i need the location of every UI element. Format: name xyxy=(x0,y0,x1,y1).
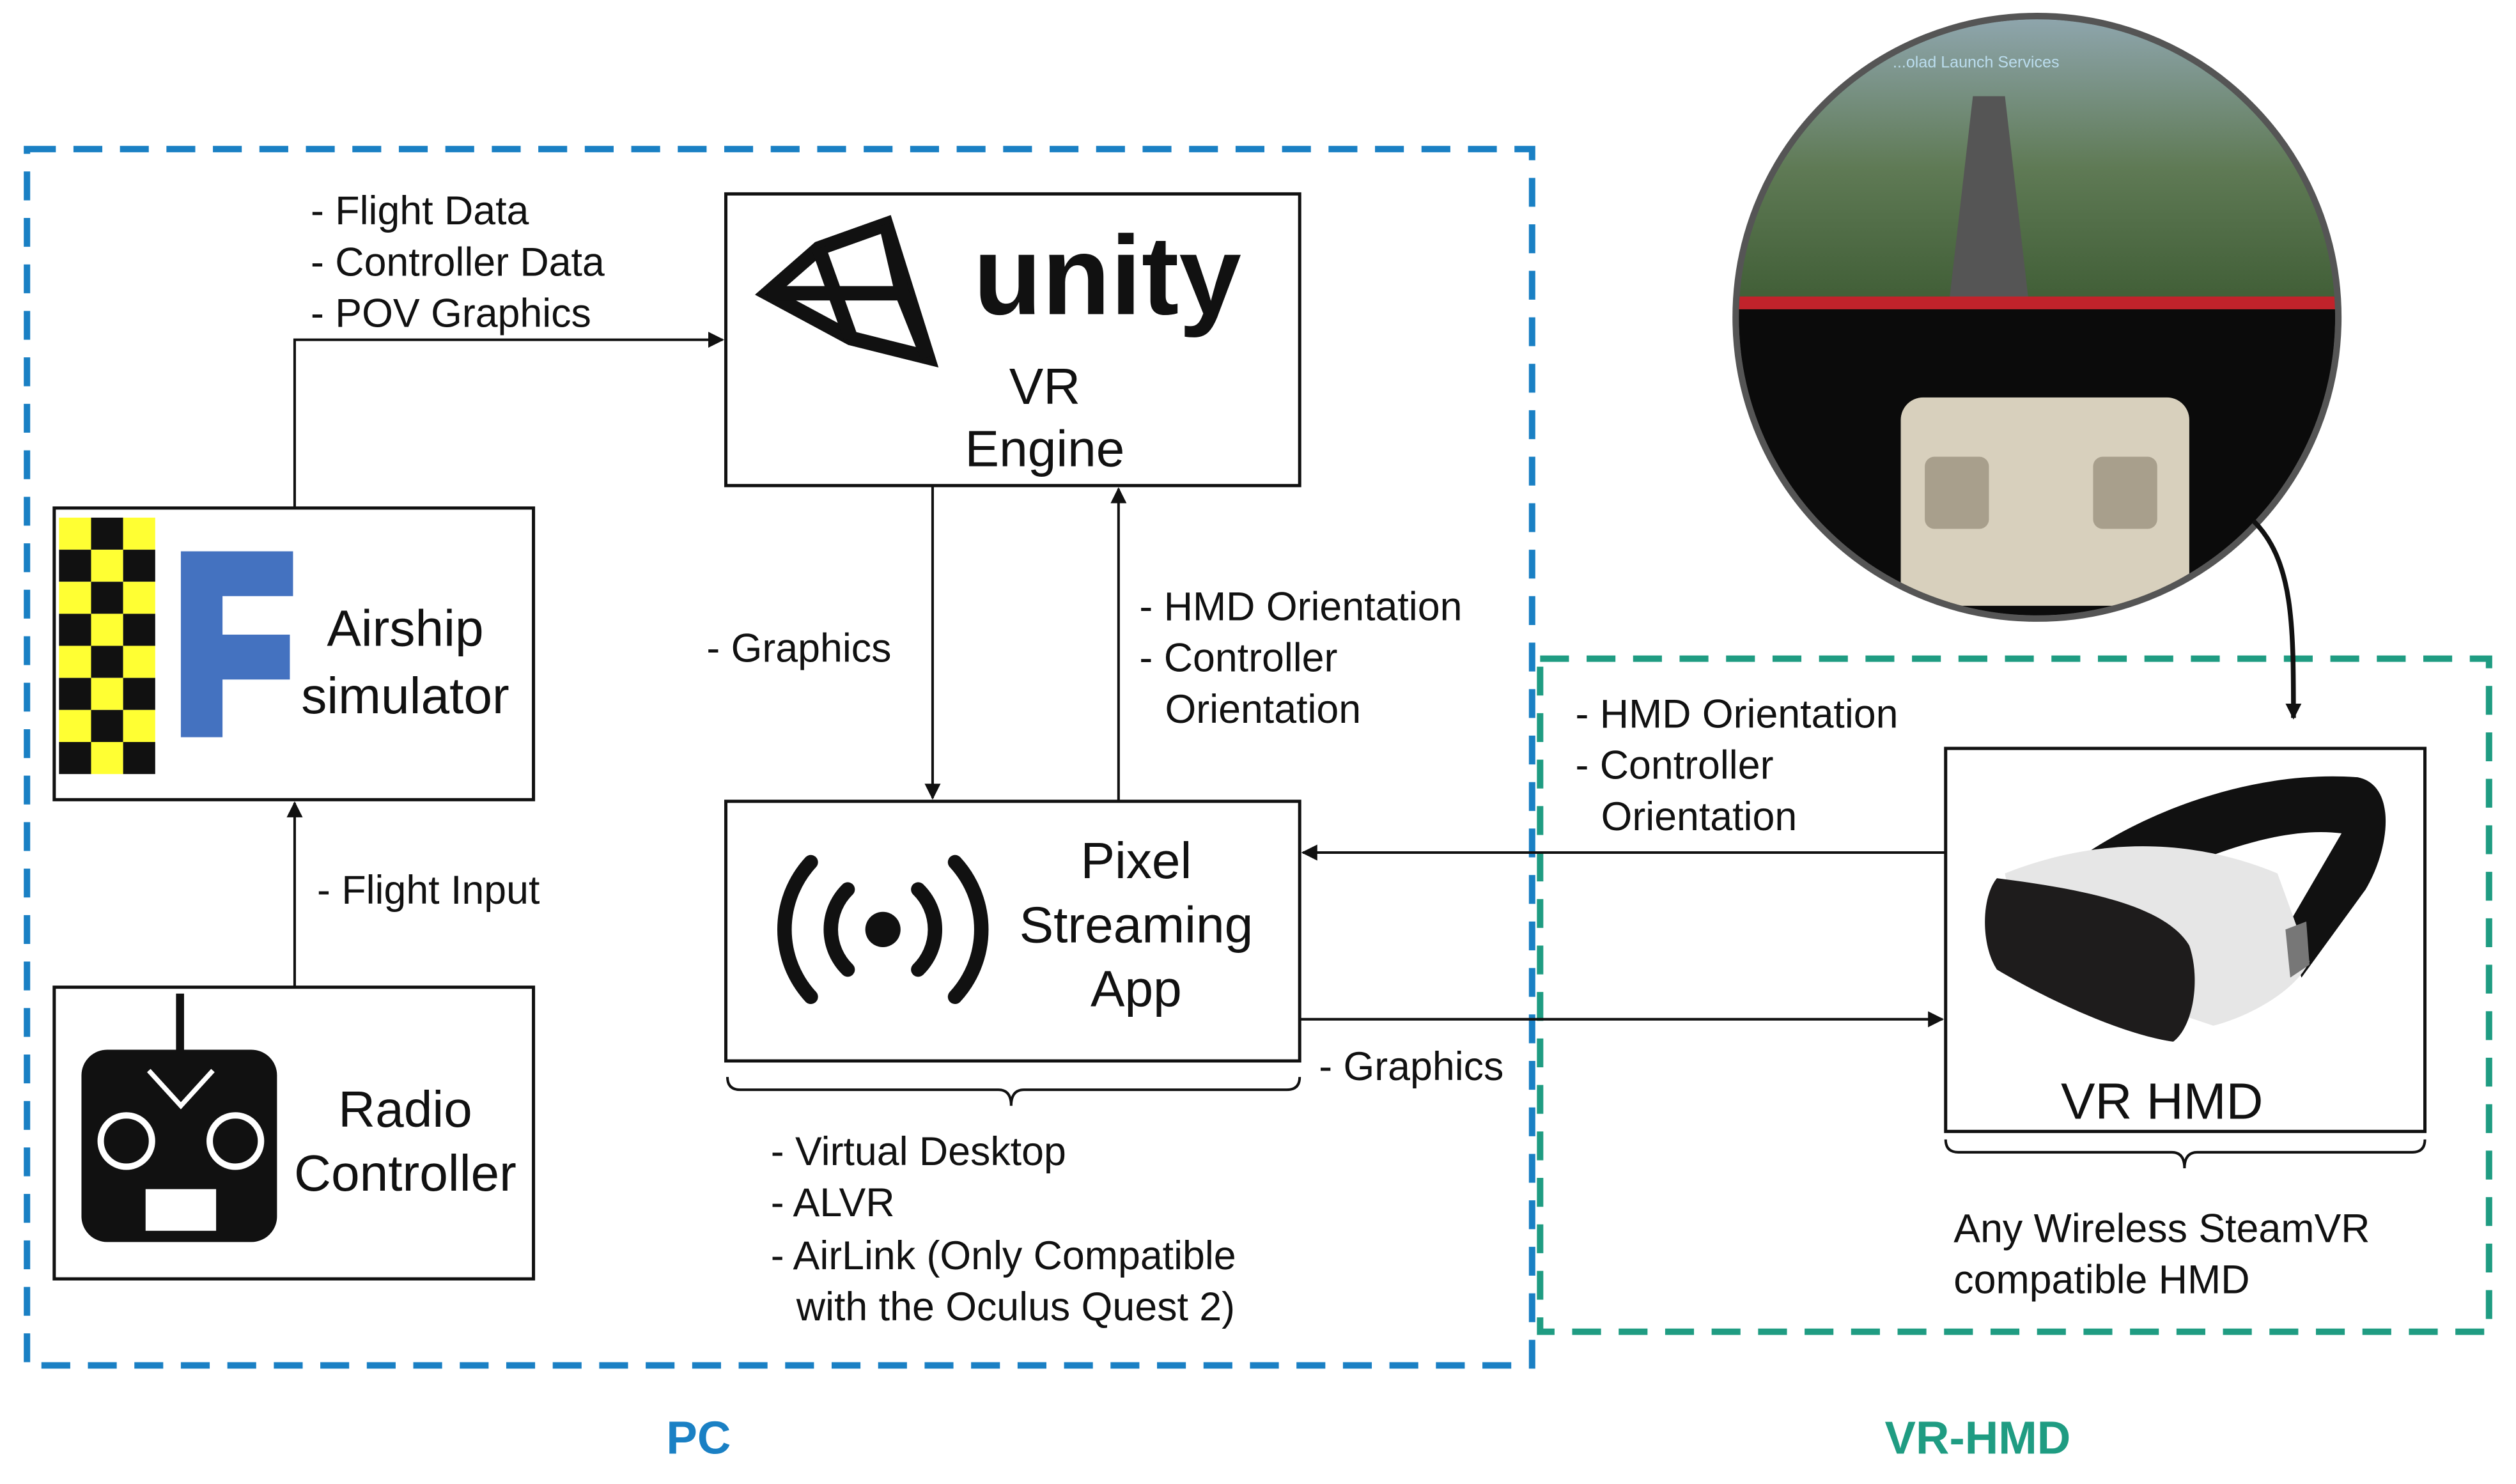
unity-node: unity VR Engine xyxy=(724,192,1301,488)
checker-square xyxy=(59,742,91,775)
pixel-option: - Virtual Desktop xyxy=(771,1129,1066,1174)
radio-label-1: Radio xyxy=(338,1081,472,1138)
hmd-label: VR HMD xyxy=(2061,1072,2263,1130)
pixel-streaming-node: Pixel Streaming App xyxy=(724,800,1301,1063)
sim-f-logo-icon xyxy=(180,551,293,738)
checker-square xyxy=(91,517,123,550)
checker-square xyxy=(91,582,123,614)
hmd-compat-note: Any Wireless SteamVR xyxy=(1953,1206,2370,1251)
edge-label: - Graphics xyxy=(1319,1044,1503,1089)
edge-label: - Flight Input xyxy=(317,868,540,913)
pixel-label-1: Pixel xyxy=(1080,832,1192,890)
vr-headset-icon xyxy=(1985,776,2386,1042)
edge-label: - HMD Orientation xyxy=(1139,584,1462,629)
checker-square xyxy=(91,709,123,742)
checker-square xyxy=(59,550,91,582)
hud-text: ...olad Launch Services xyxy=(1893,53,2060,71)
radio-controller-icon xyxy=(81,993,277,1242)
hmd-compat-note: compatible HMD xyxy=(1953,1258,2249,1302)
pc-group-border xyxy=(24,146,1535,1369)
broadcast-icon xyxy=(777,854,989,1004)
checker-square xyxy=(59,517,91,550)
radio-controller-render xyxy=(1900,397,2189,606)
airship-label-2: simulator xyxy=(301,667,509,725)
checker-square xyxy=(91,645,123,678)
checker-square xyxy=(59,709,91,742)
edge-view-to-hmd xyxy=(2251,519,2302,720)
vr-view-image: ...olad Launch Services xyxy=(1732,13,2342,622)
checker-square xyxy=(123,517,155,550)
checker-square xyxy=(91,677,123,710)
checkered-flag-icon xyxy=(59,517,155,775)
edge-label: - POV Graphics xyxy=(311,291,591,336)
edge-label: - HMD Orientation xyxy=(1575,692,1898,736)
pixel-option: with the Oculus Quest 2) xyxy=(796,1285,1235,1329)
checker-square xyxy=(123,582,155,614)
unity-label-1: VR xyxy=(1009,358,1080,415)
checker-square xyxy=(59,582,91,614)
radio-label-2: Controller xyxy=(294,1145,516,1202)
checker-square xyxy=(59,645,91,678)
hmd-brace xyxy=(1944,1139,2427,1169)
checker-square xyxy=(91,550,123,582)
checker-square xyxy=(123,709,155,742)
hmd-group-border xyxy=(1537,655,2492,1335)
checker-square xyxy=(123,645,155,678)
checker-square xyxy=(123,742,155,775)
checker-square xyxy=(123,550,155,582)
edge-label: - Controller Data xyxy=(311,240,605,284)
unity-cube-icon xyxy=(755,215,939,368)
airship-label-1: Airship xyxy=(327,600,483,658)
edge-sim-to-unity xyxy=(293,332,724,508)
edge-label: - Flight Data xyxy=(311,189,529,233)
pixel-label-2: Streaming xyxy=(1020,896,1254,954)
unity-label-2: Engine xyxy=(965,421,1125,478)
edge-label: - Controller xyxy=(1575,743,1773,788)
pc-group-label: PC xyxy=(666,1412,731,1464)
pixel-label-3: App xyxy=(1091,961,1182,1018)
unity-logo-text: unity xyxy=(974,213,1241,338)
edge-label: - Graphics xyxy=(706,626,891,671)
edge-label: - Controller xyxy=(1139,636,1337,681)
checker-square xyxy=(123,677,155,710)
edge-label: Orientation xyxy=(1601,794,1798,839)
hmd-group-label: VR-HMD xyxy=(1885,1412,2071,1464)
airship-simulator-node: Airship simulator xyxy=(52,506,536,801)
pixel-brace xyxy=(726,1076,1301,1106)
checker-square xyxy=(59,614,91,646)
radio-controller-node: Radio Controller xyxy=(52,985,536,1281)
checker-square xyxy=(123,614,155,646)
checker-square xyxy=(91,742,123,775)
pixel-option: - ALVR xyxy=(771,1180,895,1225)
checker-square xyxy=(59,677,91,710)
vr-hmd-node: VR HMD xyxy=(1944,746,2427,1133)
edge-label: Orientation xyxy=(1165,687,1362,732)
pixel-option: - AirLink (Only Compatible xyxy=(771,1233,1236,1278)
checker-square xyxy=(91,614,123,646)
